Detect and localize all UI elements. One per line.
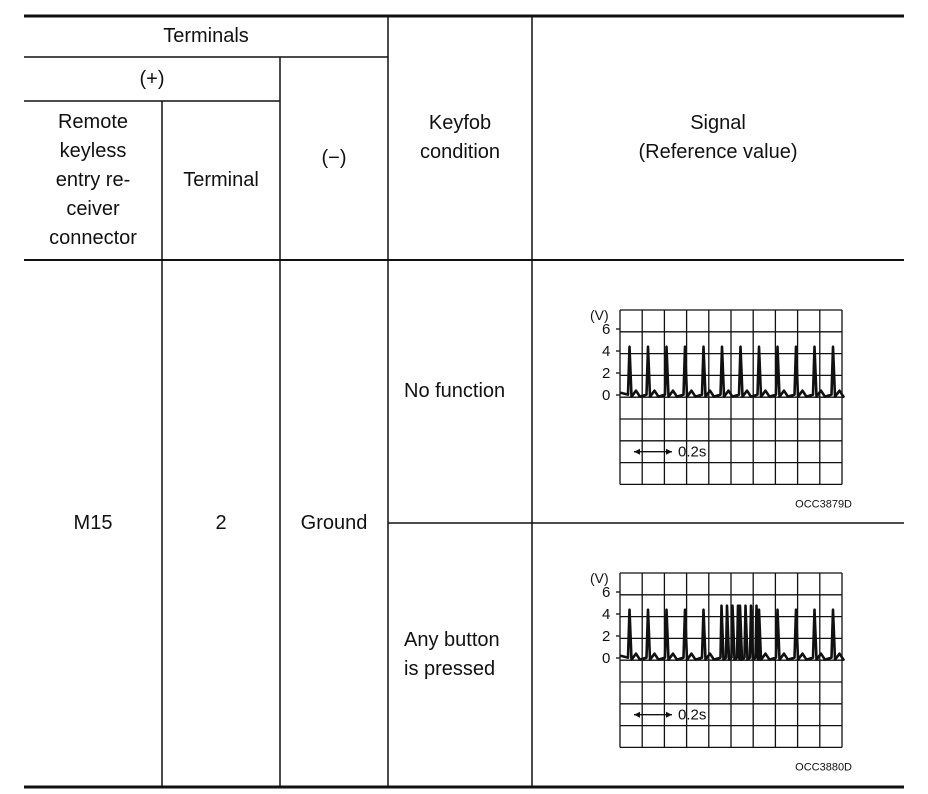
header-terminal: Terminal [183, 169, 259, 191]
y-tick-label: 6 [602, 321, 610, 338]
header-keyfob-condition: Keyfob condition [419, 112, 501, 163]
header-plus: (+) [139, 67, 165, 90]
header-connector: Remote keyless entry re- ceiver connecto… [49, 111, 137, 249]
arrow-right-icon [666, 448, 672, 455]
signal-waveform [619, 604, 845, 661]
y-tick-label: 0 [602, 650, 610, 667]
condition-no-function: No function [404, 380, 506, 402]
unit-label: (V) [590, 570, 609, 586]
header-minus: (−) [321, 147, 347, 169]
figure-code: OCC3879D [795, 498, 852, 510]
header-terminals: Terminals [163, 25, 249, 47]
y-tick-label: 6 [602, 584, 610, 601]
time-scale-label: 0.2s [678, 444, 706, 461]
figure-code: OCC3880D [795, 761, 852, 773]
y-tick-label: 2 [602, 628, 610, 645]
arrow-left-icon [634, 711, 640, 718]
header-signal: Signal (Reference value) [638, 112, 798, 163]
condition-any-button: Any button is pressed [404, 629, 500, 680]
y-tick-label: 0 [602, 387, 610, 404]
y-tick-label: 4 [602, 343, 610, 360]
unit-label: (V) [590, 307, 609, 323]
y-tick-label: 4 [602, 606, 610, 623]
arrow-right-icon [666, 711, 672, 718]
signal-waveform [619, 345, 845, 398]
connector-value: M15 [73, 512, 113, 534]
time-scale-label: 0.2s [678, 707, 706, 724]
terminal-value: 2 [215, 512, 227, 534]
y-tick-label: 2 [602, 365, 610, 382]
ground-value: Ground [300, 512, 368, 534]
arrow-left-icon [634, 448, 640, 455]
